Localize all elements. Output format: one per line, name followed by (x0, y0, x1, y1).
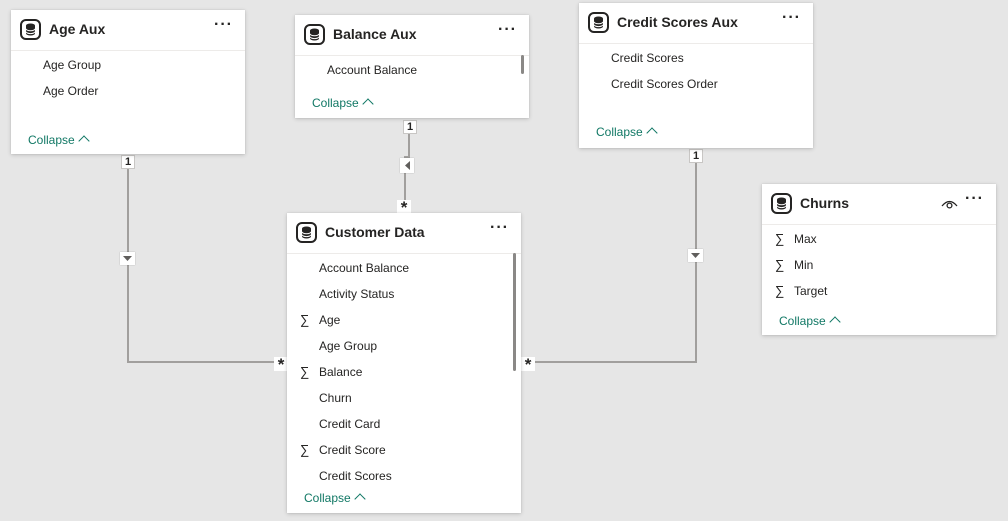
field-min[interactable]: Min (794, 258, 814, 272)
chevron-up-icon (362, 98, 374, 110)
table-card-churns[interactable]: Churns ··· ∑ Max ∑ Min ∑ Target Collapse (762, 184, 996, 335)
field-balance[interactable]: Balance (319, 365, 363, 379)
table-icon (296, 222, 317, 243)
collapse-label: Collapse (596, 125, 643, 139)
field-credit-scores[interactable]: Credit Scores (319, 469, 392, 483)
chevron-up-icon (78, 135, 90, 147)
field-credit-score[interactable]: Credit Score (319, 443, 386, 457)
table-title: Credit Scores Aux (617, 14, 738, 30)
field-credit-card[interactable]: Credit Card (319, 417, 381, 431)
sigma-icon: ∑ (300, 312, 310, 327)
table-icon (588, 12, 609, 33)
collapse-label: Collapse (28, 133, 75, 147)
table-header[interactable]: Credit Scores Aux ··· (579, 3, 813, 44)
cardinality-one-credit-scores-aux: 1 (689, 149, 703, 163)
field-churn[interactable]: Churn (319, 391, 352, 405)
table-card-customer-data[interactable]: Customer Data ··· Account Balance Activi… (287, 213, 521, 513)
field-age-group[interactable]: Age Group (43, 58, 102, 72)
sigma-icon: ∑ (775, 283, 785, 298)
relationship-credit-scores-aux-customer-data (535, 161, 697, 363)
more-options-icon[interactable]: ··· (498, 21, 517, 38)
collapse-button[interactable]: Collapse (596, 125, 658, 139)
relationship-balance-aux-customer-data (404, 133, 410, 200)
field-age[interactable]: Age (319, 313, 341, 327)
table-icon (771, 193, 792, 214)
filter-direction-icon[interactable] (400, 158, 414, 173)
sigma-icon: ∑ (775, 257, 785, 272)
chevron-up-icon (354, 493, 366, 505)
more-options-icon[interactable]: ··· (490, 219, 509, 236)
table-title: Customer Data (325, 224, 425, 240)
table-card-credit-scores-aux[interactable]: Credit Scores Aux ··· Credit Scores Cred… (579, 3, 813, 148)
collapse-button[interactable]: Collapse (312, 96, 374, 110)
table-title: Balance Aux (333, 26, 417, 42)
table-header[interactable]: Churns ··· (762, 184, 996, 225)
more-options-icon[interactable]: ··· (214, 16, 233, 33)
sigma-icon: ∑ (300, 364, 310, 379)
collapse-label: Collapse (304, 491, 351, 505)
collapse-button[interactable]: Collapse (304, 491, 366, 505)
field-credit-scores-order[interactable]: Credit Scores Order (611, 77, 718, 91)
field-account-balance[interactable]: Account Balance (327, 63, 418, 77)
relationship-age-aux-customer-data (127, 168, 282, 363)
collapse-label: Collapse (779, 314, 826, 328)
cardinality-many-balance: * (397, 200, 411, 214)
collapse-label: Collapse (312, 96, 359, 110)
table-header[interactable]: Balance Aux ··· (295, 15, 529, 56)
more-options-icon[interactable]: ··· (782, 9, 801, 26)
chevron-up-icon (829, 316, 841, 328)
field-account-balance[interactable]: Account Balance (319, 261, 410, 275)
field-target[interactable]: Target (794, 284, 828, 298)
scrollbar[interactable] (521, 55, 524, 74)
table-icon (304, 24, 325, 45)
scrollbar[interactable] (513, 253, 516, 371)
field-max[interactable]: Max (794, 232, 817, 246)
filter-direction-icon[interactable] (688, 249, 703, 262)
table-header[interactable]: Customer Data ··· (287, 213, 521, 254)
sigma-icon: ∑ (775, 231, 785, 246)
cardinality-one-balance-aux: 1 (403, 120, 417, 134)
table-icon (20, 19, 41, 40)
table-card-balance-aux[interactable]: Balance Aux ··· Account Balance Collapse (295, 15, 529, 118)
cardinality-many-age: * (274, 357, 288, 371)
more-options-icon[interactable]: ··· (965, 190, 984, 207)
sigma-icon: ∑ (300, 442, 310, 457)
table-card-age-aux[interactable]: Age Aux ··· Age Group Age Order Collapse (11, 10, 245, 154)
field-age-order[interactable]: Age Order (43, 84, 99, 98)
collapse-button[interactable]: Collapse (779, 314, 841, 328)
chevron-up-icon (646, 127, 658, 139)
table-title: Age Aux (49, 21, 106, 37)
cardinality-one-age-aux: 1 (121, 155, 135, 169)
collapse-button[interactable]: Collapse (28, 133, 90, 147)
table-title: Churns (800, 195, 849, 211)
field-age-group[interactable]: Age Group (319, 339, 378, 353)
eye-icon[interactable] (941, 197, 958, 215)
field-credit-scores[interactable]: Credit Scores (611, 51, 684, 65)
filter-direction-icon[interactable] (120, 252, 135, 265)
cardinality-many-credit-scores: * (521, 357, 535, 371)
field-activity-status[interactable]: Activity Status (319, 287, 395, 301)
table-header[interactable]: Age Aux ··· (11, 10, 245, 51)
